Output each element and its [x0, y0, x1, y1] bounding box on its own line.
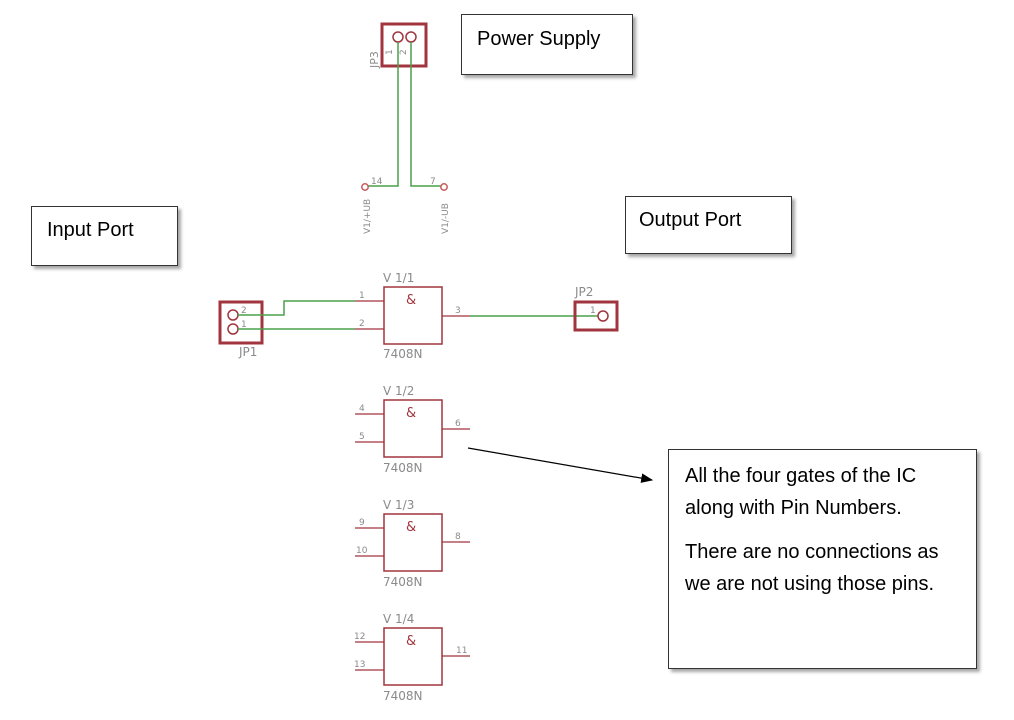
jp1-pin2-pad — [227, 309, 239, 321]
gnd-wire — [410, 42, 443, 187]
jp1-body — [218, 300, 264, 345]
gate-2-symbol: & — [406, 406, 416, 421]
jp2-pin1-label: 1 — [590, 306, 596, 316]
jp1-pin1-pad — [227, 323, 239, 335]
jp3-connector: 1 2 JP3 — [368, 22, 428, 69]
gate-1-part: 7408N — [383, 347, 423, 361]
output-port-callout: Output Port — [625, 196, 792, 254]
gate-1-pin-out-number: 3 — [455, 306, 461, 316]
power-pins: 14 7 V1/+UB V1/-UB — [361, 177, 451, 234]
jp3-body — [380, 22, 428, 68]
power-supply-callout: Power Supply — [461, 14, 633, 75]
gnd-pin-number: 7 — [430, 177, 436, 187]
gate-4-pin-out-number: 11 — [456, 646, 467, 656]
gate-4-pin-a-number: 12 — [354, 632, 365, 642]
annotation-arrow — [467, 447, 654, 483]
and-gate-1: & 1 2 3 V 1/1 7408N — [355, 271, 470, 361]
gate-4-symbol: & — [406, 634, 416, 649]
gate-3-pin-out-number: 8 — [455, 532, 461, 542]
jp2-pin1-pad — [597, 310, 609, 322]
input-port-callout: Input Port — [31, 206, 178, 266]
gates-note-line-1: All the four gates of the IC along with … — [685, 465, 917, 519]
input-port-label: Input Port — [47, 219, 134, 241]
gnd-pin-pad — [440, 183, 448, 191]
gate-1-name: V 1/1 — [383, 271, 414, 285]
gate-2-pin-out-number: 6 — [455, 419, 461, 429]
gate-4-name: V 1/4 — [383, 612, 414, 626]
and-gate-2: & 4 5 6 V 1/2 7408N — [355, 384, 470, 475]
output-port-label: Output Port — [639, 209, 742, 231]
gate-3-symbol: & — [406, 520, 416, 535]
vcc-wire — [366, 42, 399, 187]
and-gate-3: & 9 10 8 V 1/3 7408N — [355, 498, 470, 589]
jp3-pin2-label: 2 — [399, 49, 409, 55]
jp1-pin1-label: 1 — [241, 320, 247, 330]
gate-3-pin-a-number: 9 — [359, 518, 365, 528]
gate-4-part: 7408N — [383, 689, 423, 703]
jp3-pin1-label: 1 — [385, 49, 395, 55]
power-supply-label: Power Supply — [477, 28, 601, 50]
gates-note-body: All the four gates of the IC along with … — [685, 460, 966, 612]
vcc-pin-name: V1/+UB — [363, 199, 373, 234]
gate-2-pin-a-number: 4 — [359, 404, 365, 414]
input-wire-a — [238, 300, 355, 316]
power-wires — [366, 42, 443, 187]
gates-note-callout: All the four gates of the IC along with … — [668, 449, 977, 669]
gate-3-part: 7408N — [383, 575, 423, 589]
jp3-pin1-pad — [392, 31, 404, 43]
gate-2-pin-b-number: 5 — [359, 432, 365, 442]
jp2-connector: 1 JP2 — [573, 285, 619, 332]
gate-3-name: V 1/3 — [383, 498, 414, 512]
gate-1-pin-a-number: 1 — [359, 291, 365, 301]
jp1-connector: 2 1 JP1 — [218, 300, 264, 359]
gate-3-pin-b-number: 10 — [356, 546, 368, 556]
jp3-name: JP3 — [368, 51, 381, 69]
vcc-pin-number: 14 — [371, 177, 383, 187]
gate-2-part: 7408N — [383, 461, 423, 475]
gates-note-line-2: There are no connections as we are not u… — [685, 541, 939, 595]
jp2-name: JP2 — [574, 285, 593, 299]
jp1-pin2-label: 2 — [241, 306, 247, 316]
gate-1-pin-b-number: 2 — [359, 319, 365, 329]
and-gate-4: & 12 13 11 V 1/4 7408N — [354, 612, 470, 703]
jp2-body — [573, 300, 619, 332]
gate-2-name: V 1/2 — [383, 384, 414, 398]
gate-1-symbol: & — [406, 293, 416, 308]
jp1-name: JP1 — [238, 345, 257, 359]
jp3-pin2-pad — [405, 31, 417, 43]
gnd-pin-name: V1/-UB — [441, 203, 451, 234]
gate-4-pin-b-number: 13 — [354, 660, 365, 670]
input-wires — [238, 300, 355, 330]
vcc-pin-pad — [361, 183, 369, 191]
